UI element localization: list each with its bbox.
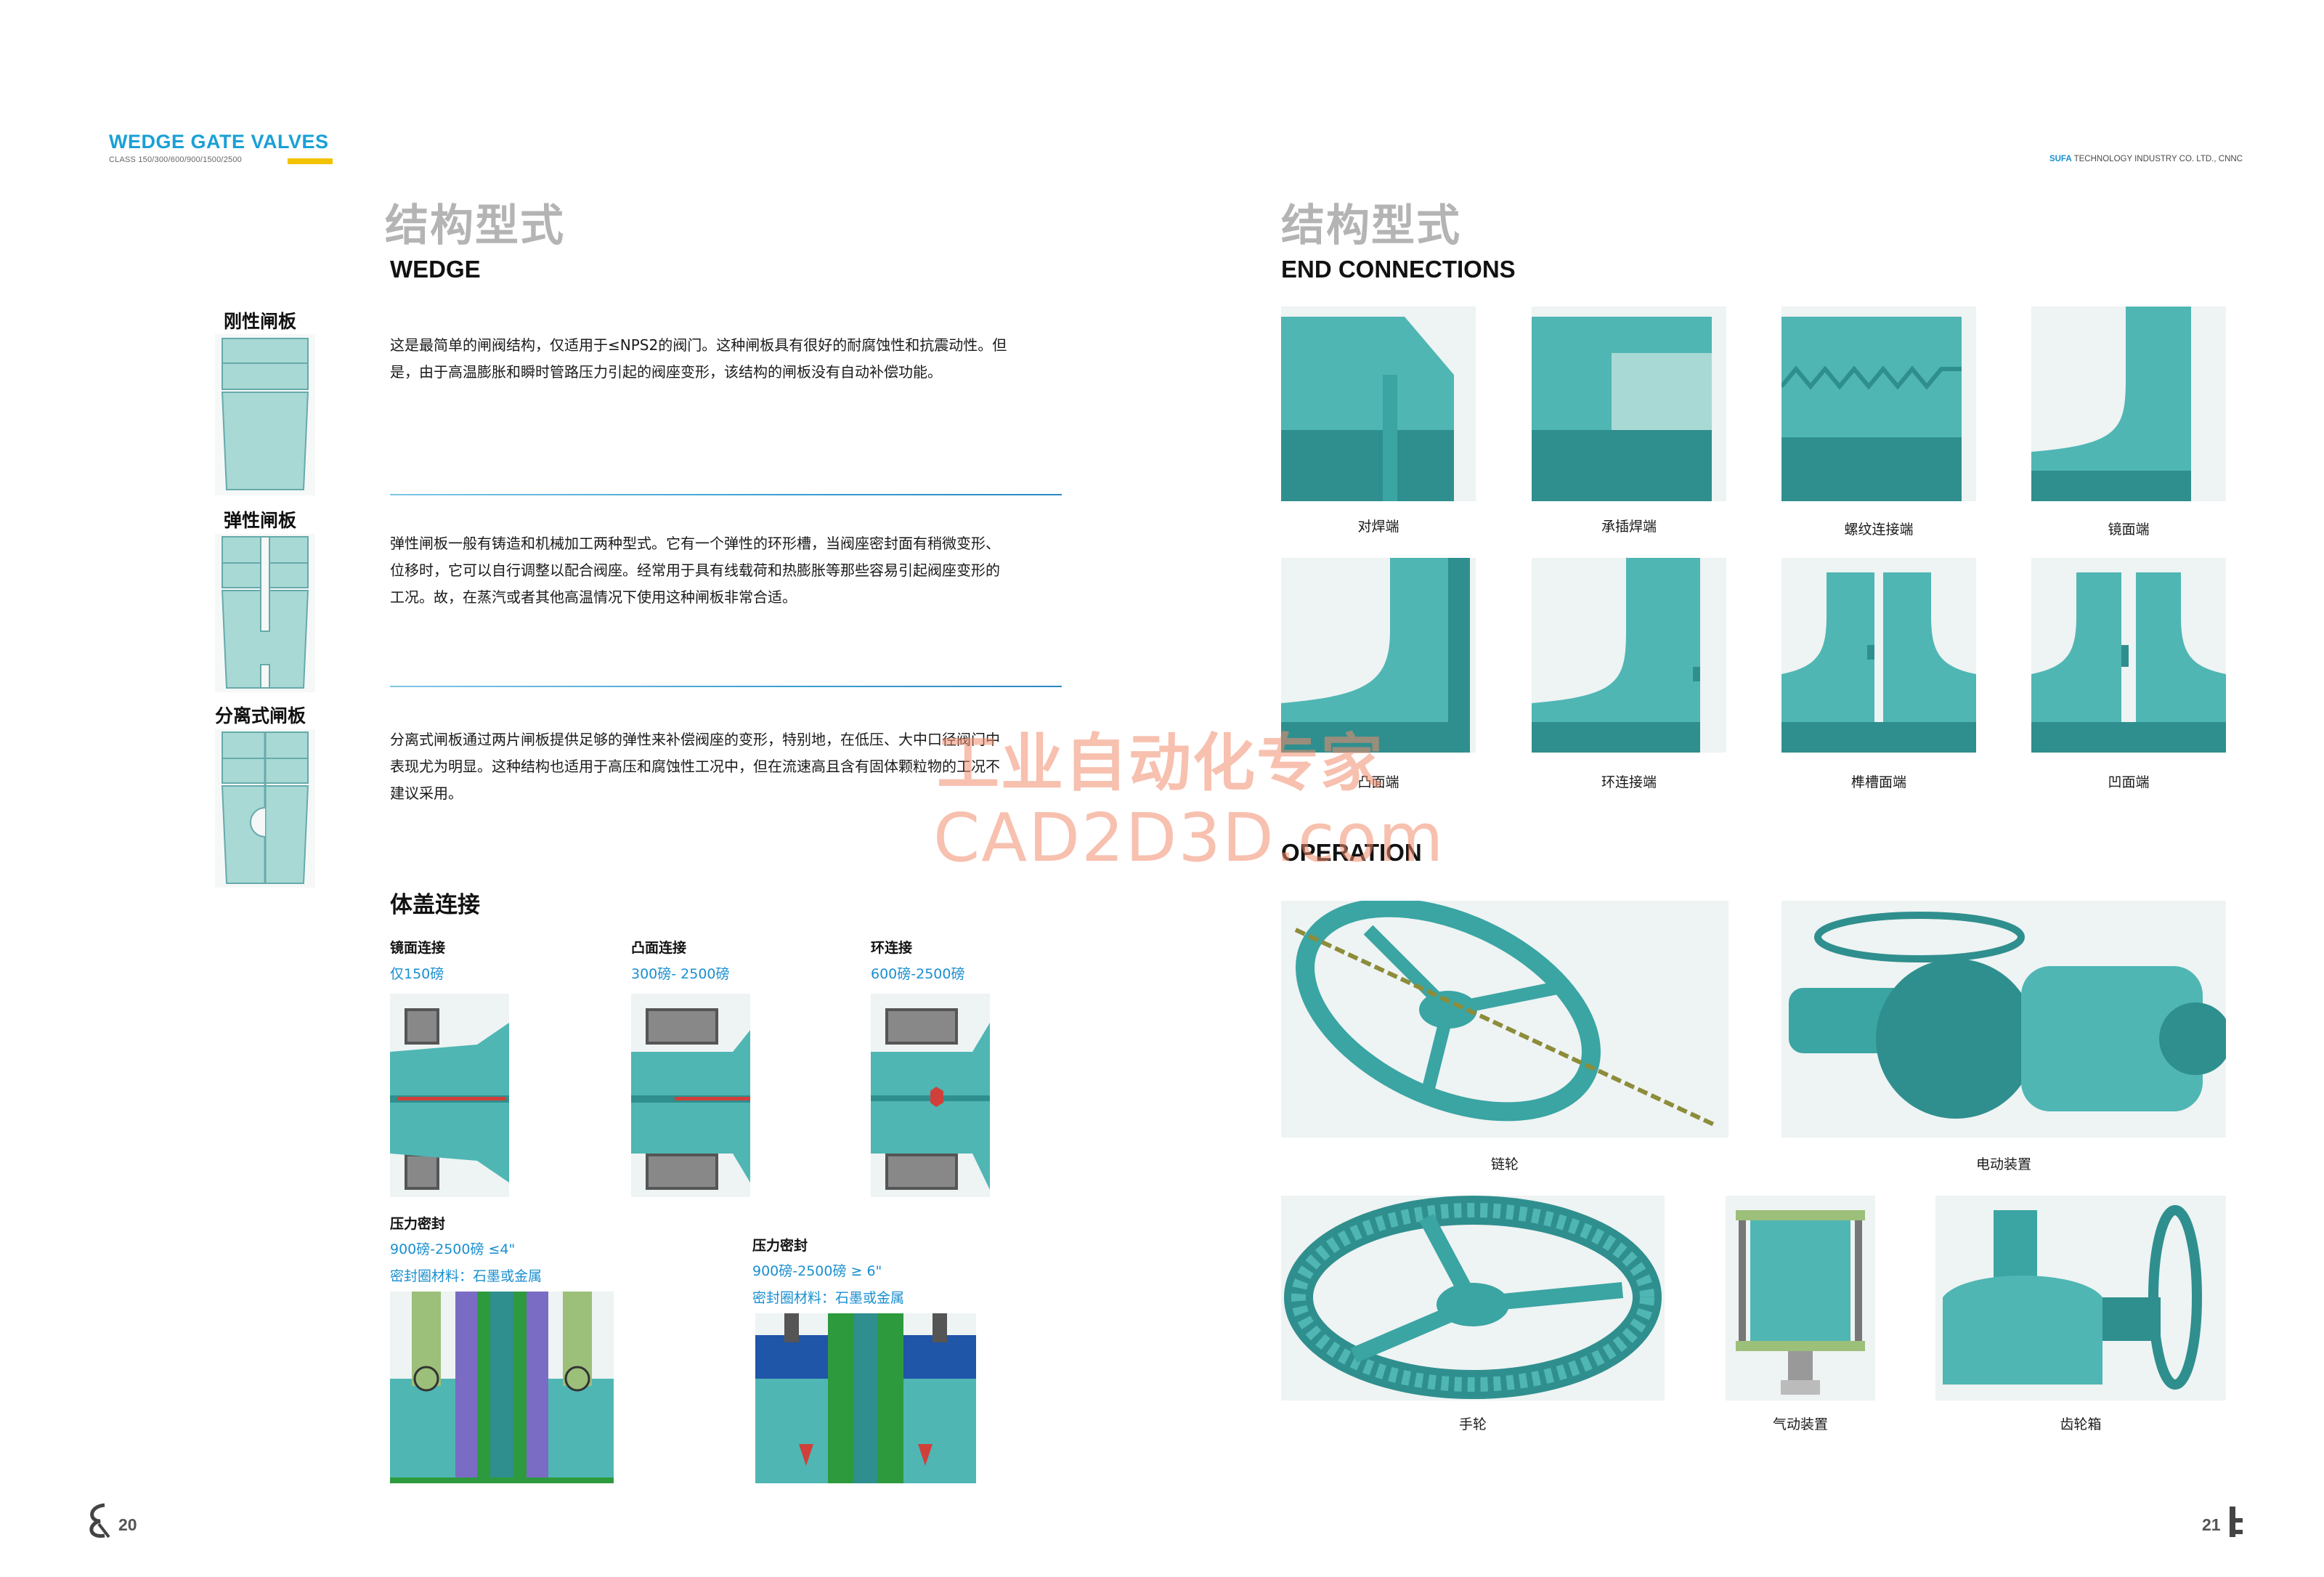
page-ornament-right-icon — [2227, 1504, 2246, 1540]
flexible-wedge-image — [215, 534, 315, 692]
bonnet-raised-image — [631, 994, 750, 1197]
end-label-female-face: 凹面端 — [2108, 774, 2150, 790]
op-label-gearbox: 齿轮箱 — [2060, 1416, 2102, 1432]
brand-subtitle: CLASS 150/300/600/900/1500/2500 — [109, 155, 242, 164]
end-label-tongue-groove: 榫槽面端 — [1850, 774, 1906, 790]
page-number-left: 20 — [118, 1515, 137, 1534]
electric-actuator-image — [1781, 901, 2226, 1138]
watermark-line-1: 工业自动化专家 — [937, 727, 1384, 800]
bonnet-ring-range: 600磅-2500磅 — [871, 966, 965, 982]
page-ornament-left-icon — [84, 1502, 113, 1540]
wedge-heading: WEDGE — [390, 256, 481, 283]
right-page-title: 结构型式 — [1281, 200, 1461, 251]
brand-accent-bar — [288, 158, 333, 164]
op-label-chain-wheel: 链轮 — [1490, 1156, 1519, 1172]
split-wedge-image — [215, 729, 315, 888]
page-number-right: 21 — [2202, 1515, 2221, 1534]
bonnet-flat-name: 镜面连接 — [390, 940, 446, 956]
bonnet-raised-range: 300磅- 2500磅 — [631, 966, 730, 982]
wedge-label-split: 分离式闸板 — [215, 705, 306, 726]
divider-2 — [390, 686, 1062, 687]
end-connections-heading: END CONNECTIONS — [1281, 256, 1516, 283]
wedge-label-flexible: 弹性闸板 — [224, 510, 297, 531]
watermark-line-2: CAD2D3D.com — [933, 799, 1445, 877]
seal-large-material: 密封圈材料：石墨或金属 — [752, 1290, 905, 1306]
brand-title: WEDGE GATE VALVES — [109, 131, 329, 153]
seal-small-name: 压力密封 — [390, 1216, 446, 1232]
handwheel-image — [1281, 1196, 1665, 1400]
operation-heading: OPERATION — [1281, 839, 1422, 866]
left-page-title: 结构型式 — [385, 200, 565, 251]
seal-large-image — [755, 1313, 976, 1483]
end-tongue-groove-image — [1781, 558, 1976, 753]
bonnet-flat-range: 仅150磅 — [390, 966, 444, 982]
op-label-electric-actuator: 电动装置 — [1975, 1156, 2031, 1172]
end-female-face-image — [2031, 558, 2226, 753]
solid-wedge-image — [215, 334, 315, 495]
end-butt-weld-image — [1281, 307, 1476, 501]
end-threaded-image — [1781, 307, 1976, 501]
end-label-socket-weld: 承插焊端 — [1601, 519, 1657, 535]
end-socket-weld-image — [1532, 307, 1726, 501]
bonnet-ring-name: 环连接 — [871, 940, 913, 956]
company-name: SUFA TECHNOLOGY INDUSTRY CO. LTD., CNNC — [2049, 155, 2243, 163]
seal-small-image — [390, 1292, 614, 1483]
seal-small-material: 密封圈材料：石墨或金属 — [390, 1268, 543, 1284]
wedge-paragraph-split: 分离式闸板通过两片闸板提供足够的弹性来补偿阀座的变形，特别地，在低压、大中口径阀… — [390, 731, 1000, 802]
op-label-pneumatic-actuator: 气动装置 — [1772, 1416, 1828, 1432]
seal-large-range: 900磅-2500磅 ≥ 6" — [752, 1263, 882, 1279]
end-label-threaded: 螺纹连接端 — [1844, 522, 1914, 538]
op-label-handwheel: 手轮 — [1458, 1416, 1487, 1432]
wedge-paragraph-solid: 这是最简单的闸阀结构，仅适用于≤NPS2的阀门。这种闸板具有很好的耐腐蚀性和抗震… — [390, 336, 1007, 381]
bonnet-heading: 体盖连接 — [390, 892, 480, 918]
pneumatic-actuator-image — [1726, 1196, 1875, 1400]
end-label-flat-face: 镜面端 — [2108, 522, 2150, 538]
chain-wheel-image — [1281, 901, 1728, 1138]
end-ring-joint-image — [1532, 558, 1726, 753]
divider-1 — [390, 494, 1062, 495]
end-label-raised-face: 凸面端 — [1357, 774, 1399, 790]
bonnet-ring-image — [871, 994, 990, 1197]
end-flat-face-image — [2031, 307, 2226, 501]
gearbox-image — [1935, 1196, 2226, 1400]
wedge-label-solid: 刚性闸板 — [224, 311, 297, 332]
end-label-ring-joint: 环连接端 — [1601, 774, 1657, 790]
end-raised-face-image — [1281, 558, 1476, 753]
end-label-butt-weld: 对焊端 — [1357, 519, 1399, 535]
bonnet-flat-image — [390, 994, 509, 1197]
seal-large-name: 压力密封 — [752, 1238, 808, 1254]
wedge-paragraph-flexible: 弹性闸板一般有铸造和机械加工两种型式。它有一个弹性的环形槽，当阀座密封面有稍微变… — [390, 535, 1000, 606]
seal-small-range: 900磅-2500磅 ≤4" — [390, 1241, 516, 1257]
bonnet-raised-name: 凸面连接 — [631, 940, 687, 956]
